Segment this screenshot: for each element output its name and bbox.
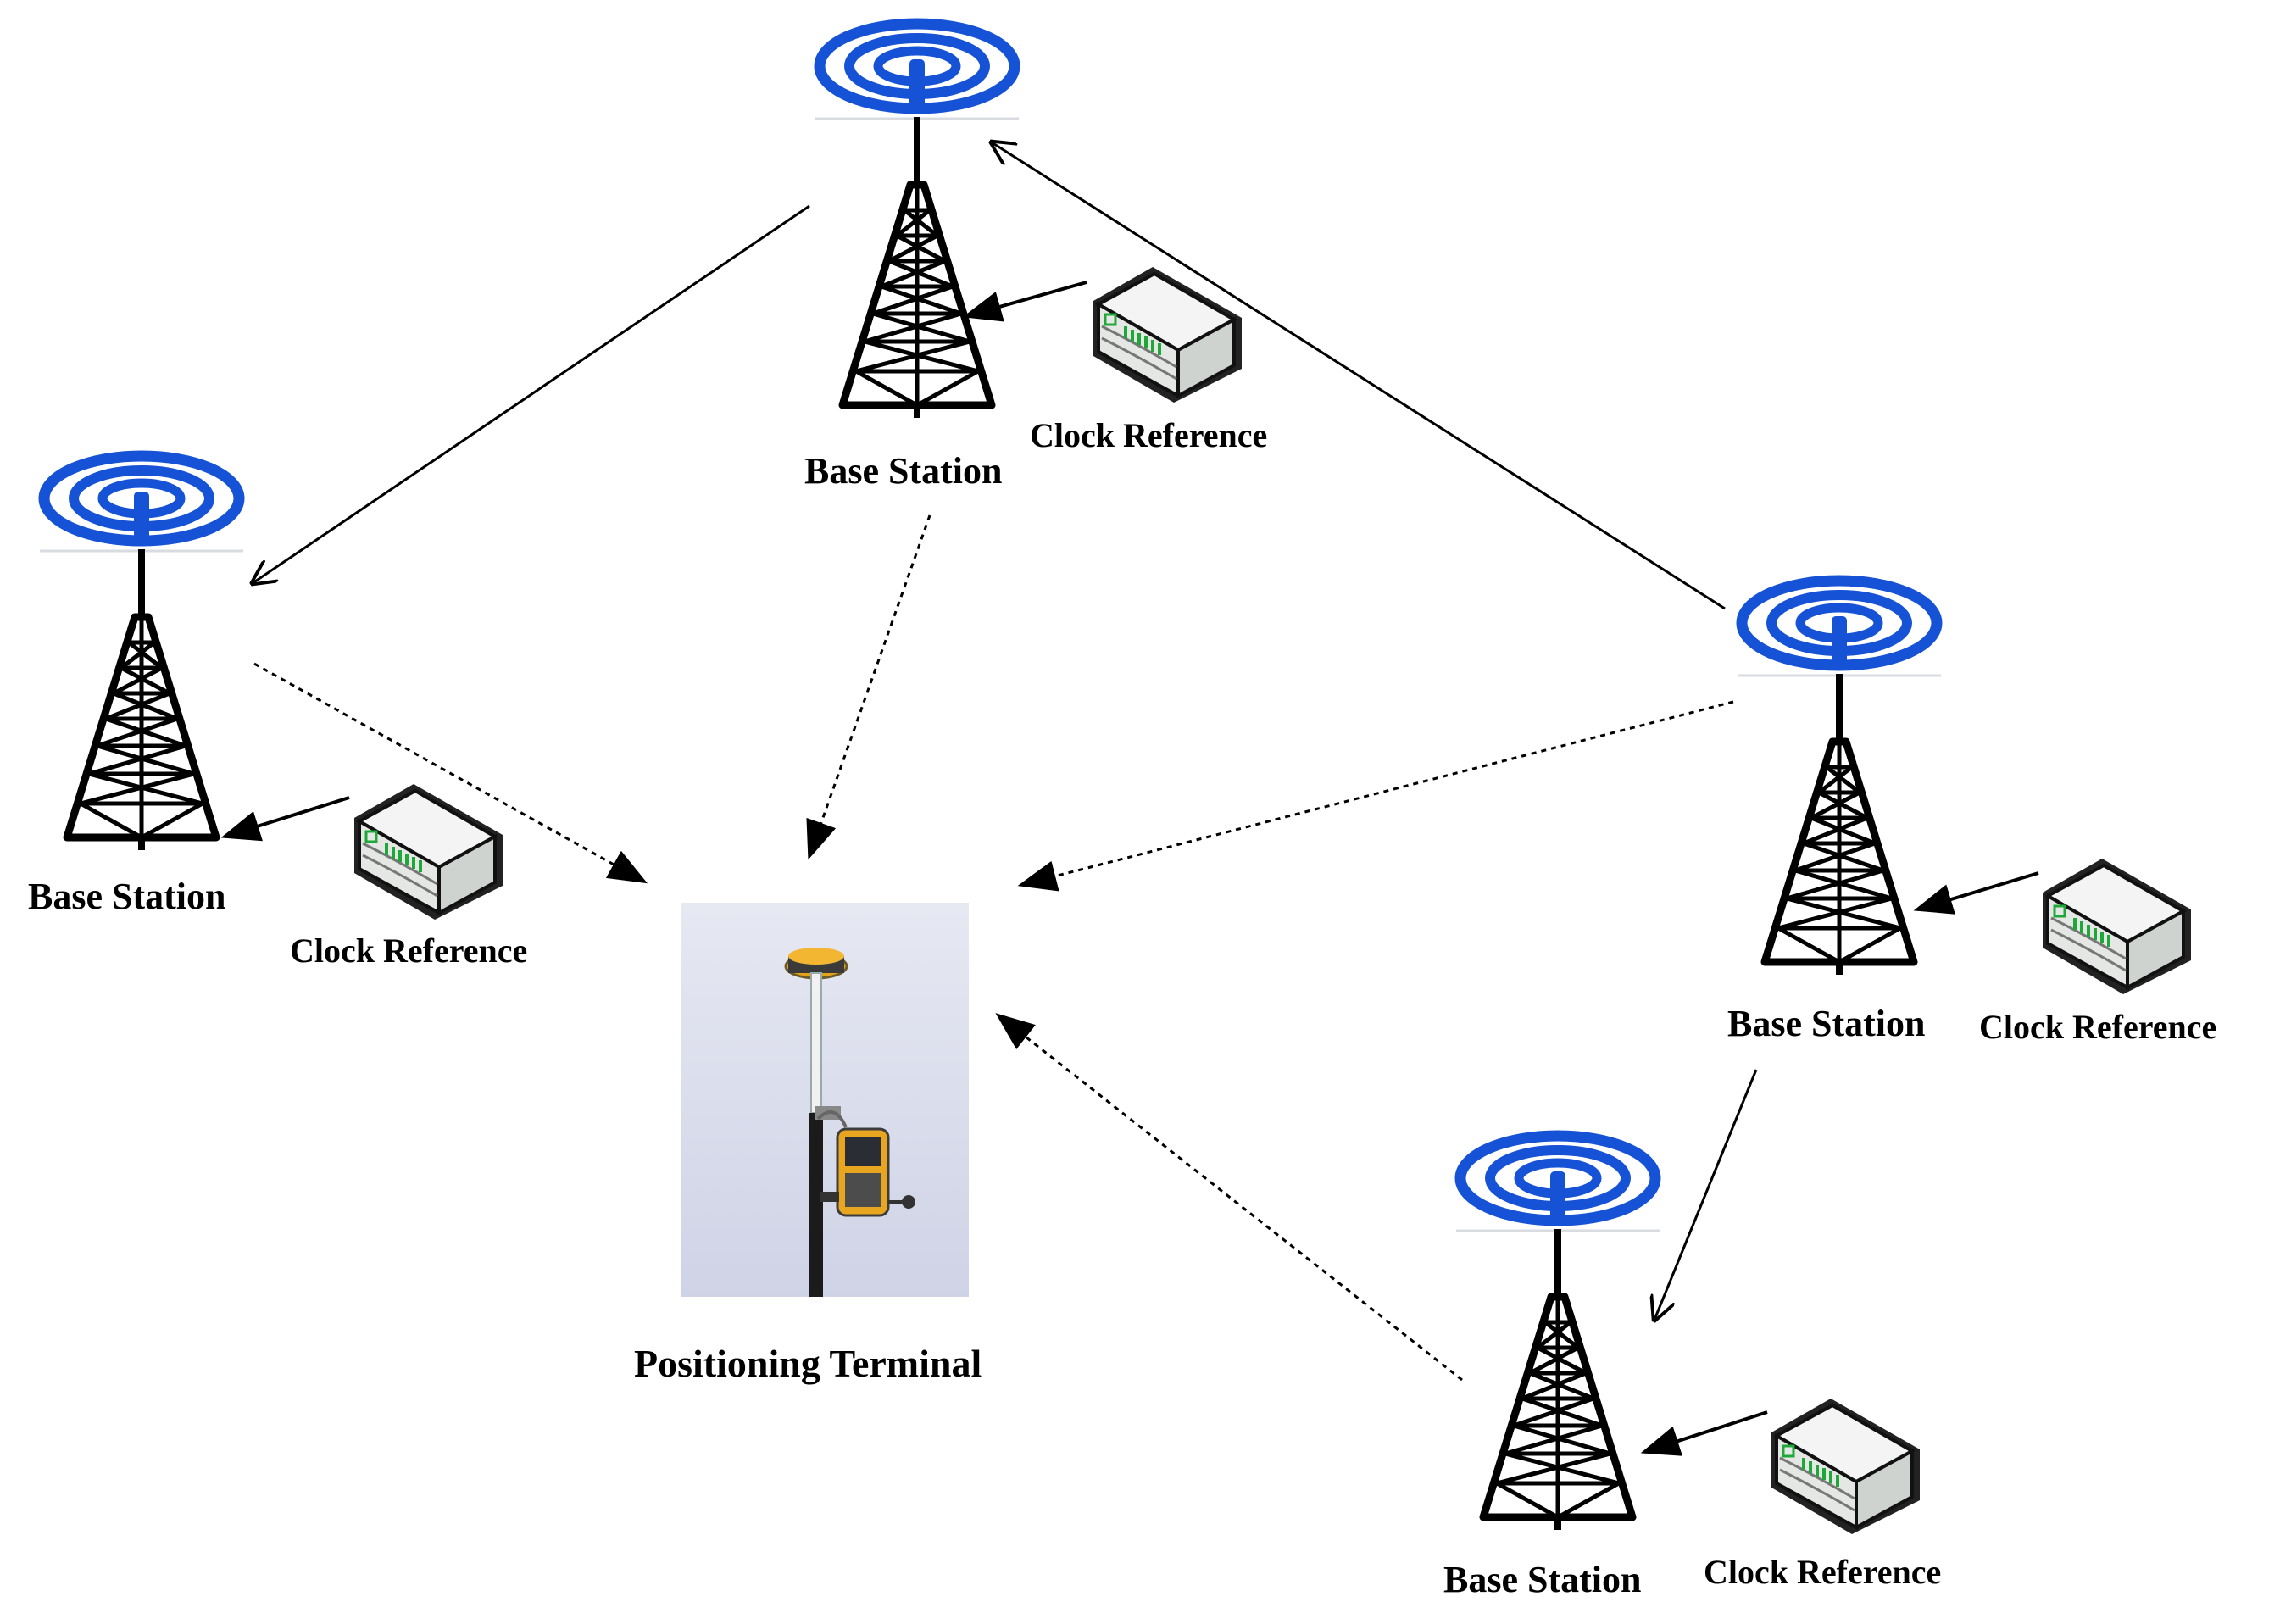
gnss-receiver-pole-icon xyxy=(681,903,969,1297)
sync-links xyxy=(253,142,1758,1320)
sync-arrow-right-to-top xyxy=(992,142,1726,610)
clock-reference-label: Clock Reference xyxy=(1979,1008,2216,1046)
base-station-right: Base Station Clock Reference xyxy=(1727,581,2216,1046)
signal-waves-icon xyxy=(1456,1136,1660,1231)
clock-reference-device-icon xyxy=(2041,857,2193,996)
sync-arrow-top-to-left xyxy=(253,204,810,583)
clock-arrow-top xyxy=(962,281,1087,322)
base-station-label: Base Station xyxy=(804,450,1002,492)
radio-tower-icon xyxy=(1765,674,1914,975)
radio-tower-icon xyxy=(842,117,992,418)
clock-reference-label: Clock Reference xyxy=(1704,1553,1941,1591)
clock-arrow-right xyxy=(1913,871,2039,915)
clock-reference-device-icon xyxy=(1770,1397,1921,1536)
radio-tower-icon xyxy=(67,549,216,850)
clock-reference-device-icon xyxy=(353,782,504,921)
signal-arrow-top-to-terminal xyxy=(806,514,931,860)
signal-arrow-right-to-terminal xyxy=(1017,700,1734,892)
base-station-left: Base Station Clock Reference xyxy=(28,456,527,970)
positioning-terminal: Positioning Terminal xyxy=(634,903,982,1385)
clock-feeds xyxy=(220,281,2039,1456)
base-station-bottom: Base Station Clock Reference xyxy=(1443,1136,1941,1600)
base-station-label: Base Station xyxy=(1443,1559,1641,1600)
clock-reference-label: Clock Reference xyxy=(290,932,527,970)
signal-arrow-left-to-terminal xyxy=(253,662,648,884)
signal-waves-icon xyxy=(815,24,1019,119)
clock-reference-label: Clock Reference xyxy=(1030,416,1267,454)
base-station-label: Base Station xyxy=(1727,1003,1925,1044)
base-station-top: Base Station Clock Reference xyxy=(804,24,1267,492)
clock-arrow-bottom xyxy=(1640,1410,1768,1456)
signal-waves-icon xyxy=(40,456,243,551)
signal-waves-icon xyxy=(1738,581,1941,676)
signal-links xyxy=(253,514,1734,1382)
positioning-terminal-label: Positioning Terminal xyxy=(634,1342,982,1385)
sync-arrow-right-to-bottom xyxy=(1654,1069,1758,1320)
base-station-label: Base Station xyxy=(28,876,225,917)
signal-arrow-bottom-to-terminal xyxy=(995,1013,1463,1382)
clock-arrow-left xyxy=(220,796,350,842)
radio-tower-icon xyxy=(1483,1229,1632,1530)
